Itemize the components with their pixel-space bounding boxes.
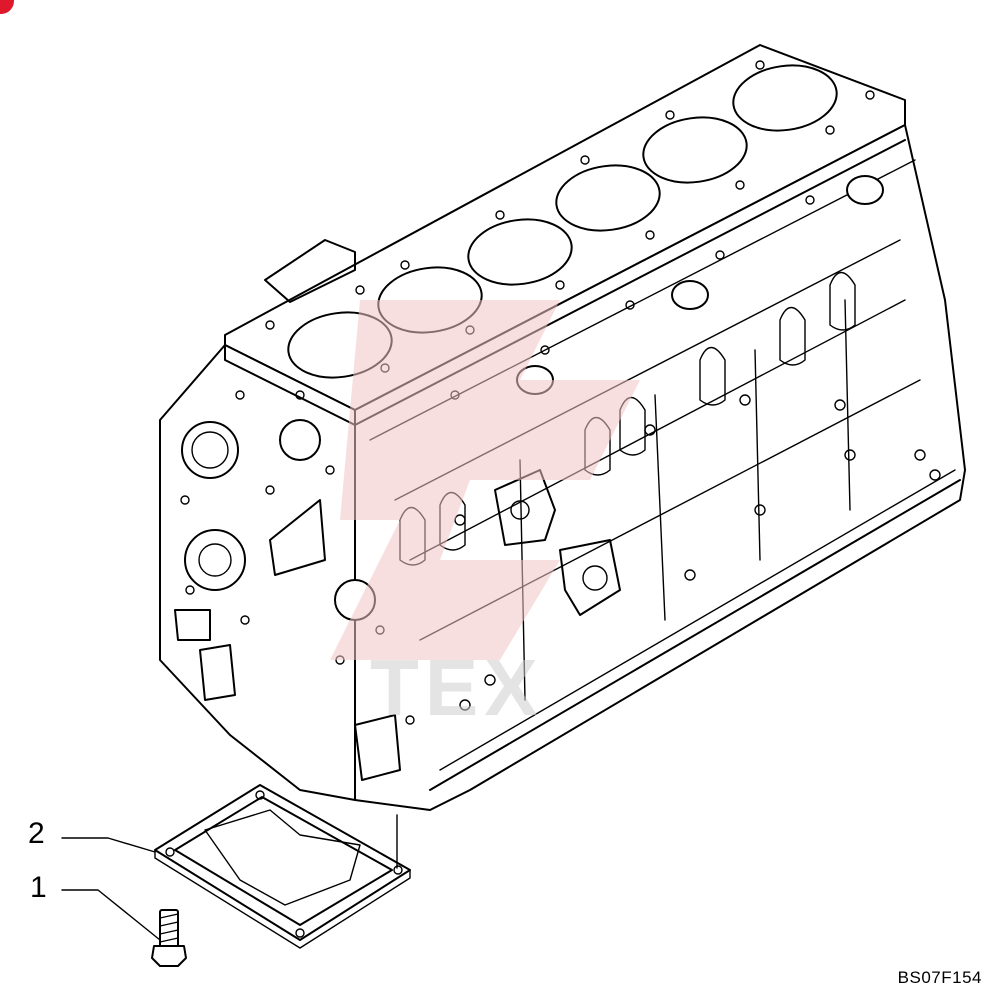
callout-2-label: 2: [28, 817, 45, 850]
leader-lines: [61, 814, 398, 941]
watermark-logo: [330, 300, 640, 660]
callout-1-label: 1: [30, 871, 47, 904]
gasket-plate: [154, 784, 411, 949]
watermark-text: TEX: [370, 643, 544, 732]
reference-code: BS07F154: [897, 968, 982, 987]
bolt: [151, 909, 187, 967]
watermark: TEX: [330, 300, 640, 732]
